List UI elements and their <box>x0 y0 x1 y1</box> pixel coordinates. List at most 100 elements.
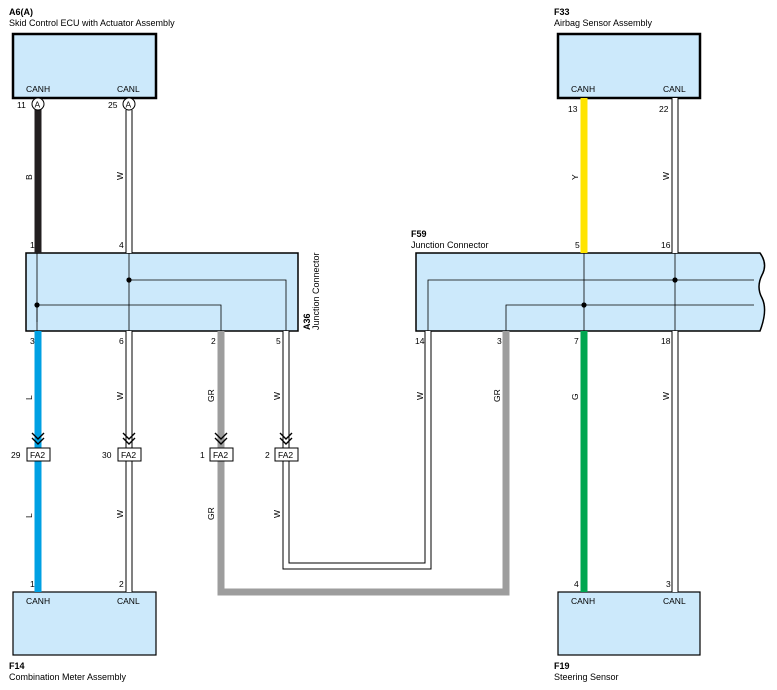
f59-box <box>415 252 766 332</box>
fa2-chevron-1 <box>214 432 228 445</box>
fa2-box-1: FA2 1 <box>200 447 234 462</box>
fa2-chevron-2 <box>279 432 293 445</box>
a6-conn-mark-h-text: A <box>35 100 41 110</box>
f33-pin-22: 22 <box>659 104 669 114</box>
a6-name: Skid Control ECU with Actuator Assembly <box>9 18 175 28</box>
a36-pin-top-1: 1 <box>30 240 35 250</box>
f59-pin-top-5: 5 <box>575 240 580 250</box>
a6-pins: A A 11 25 <box>17 97 136 111</box>
f33-code: F33 <box>554 7 570 17</box>
a6-conn-mark-h <box>31 97 45 111</box>
fa2-connector-group: FA2 29 FA2 30 FA2 1 FA2 2 <box>11 432 299 462</box>
f59-splice-l <box>672 277 678 283</box>
f33-canh-label: CANH <box>571 84 595 94</box>
wc-f59-7: G <box>570 393 580 400</box>
a36-internal-canh <box>37 304 222 331</box>
wc-fa2-1: GR <box>206 507 216 520</box>
wire-a36-5-w-outline <box>282 331 432 570</box>
component-f19[interactable]: CANH CANL F19 Steering Sensor <box>554 591 701 682</box>
wc-fa2-2: W <box>272 510 282 518</box>
a6-conn-mark-l <box>122 97 136 111</box>
fa2-pin-1: 1 <box>200 450 205 460</box>
f59-splice-h <box>581 302 587 308</box>
wc-f59-3: GR <box>492 389 502 402</box>
a36-splice-l <box>126 277 132 283</box>
a6-canh-label: CANH <box>26 84 50 94</box>
f19-pins: 4 3 <box>574 579 671 589</box>
wc-f59-14: W <box>415 392 425 400</box>
fa2-pin-2: 2 <box>265 450 270 460</box>
f19-canl-label: CANL <box>663 596 686 606</box>
f33-pins: 13 22 <box>568 104 669 114</box>
a36-pin-bot-5: 5 <box>276 336 281 346</box>
f59-pin-bot-18: 18 <box>661 336 671 346</box>
f33-canl-label: CANL <box>663 84 686 94</box>
wc-fa2-29: L <box>24 513 34 518</box>
fa2-label-29: FA2 <box>30 450 45 460</box>
f59-name: Junction Connector <box>411 240 489 250</box>
f19-box <box>557 591 701 656</box>
a36-internal-canl-branch <box>129 279 287 331</box>
junction-a36[interactable]: A36 Junction Connector 1 4 3 6 2 5 <box>25 240 321 346</box>
f59-code: F59 <box>411 229 427 239</box>
a36-splice-h <box>34 302 40 308</box>
fa2-pin-30: 30 <box>102 450 112 460</box>
wc-a36-2: GR <box>206 389 216 402</box>
f33-pin-13: 13 <box>568 104 578 114</box>
f14-code: F14 <box>9 661 25 671</box>
wc-a36-5: W <box>272 392 282 400</box>
a6-pin-25: 25 <box>108 100 118 110</box>
a6-pin-11: 11 <box>17 100 26 110</box>
f59-pin-bot-7: 7 <box>574 336 579 346</box>
junction-f59[interactable]: F59 Junction Connector 5 16 14 3 7 18 <box>411 229 766 346</box>
a36-pin-bot-6: 6 <box>119 336 124 346</box>
f59-pin-top-16: 16 <box>661 240 671 250</box>
f14-name: Combination Meter Assembly <box>9 672 127 682</box>
a6-box <box>11 32 158 100</box>
f14-box <box>12 591 157 656</box>
wc-f59-18: W <box>661 392 671 400</box>
fa2-chevron-29 <box>31 432 45 445</box>
wire-a36-5-w <box>283 331 431 569</box>
f19-name: Steering Sensor <box>554 672 619 682</box>
a6-conn-mark-l-text: A <box>126 100 132 110</box>
component-f14[interactable]: CANH CANL F14 Combination Meter Assembly <box>9 591 157 682</box>
a36-code: A36 <box>302 313 312 330</box>
a6-canl-label: CANL <box>117 84 140 94</box>
fa2-pin-29: 29 <box>11 450 21 460</box>
f33-box <box>556 32 702 100</box>
component-f33[interactable]: F33 Airbag Sensor Assembly CANH CANL <box>554 7 702 100</box>
wc-a6-canl: W <box>115 172 125 180</box>
f14-canl-label: CANL <box>117 596 140 606</box>
fa2-chevron-30 <box>122 432 136 445</box>
wc-f33-canh: Y <box>570 174 580 180</box>
a36-pin-top-4: 4 <box>119 240 124 250</box>
wire-color-labels: B W L W GR W L W GR W W GR Y W G W <box>24 172 671 520</box>
f14-canh-label: CANH <box>26 596 50 606</box>
f59-internal-canh-branch <box>505 304 754 331</box>
a36-box <box>25 252 299 332</box>
f19-code: F19 <box>554 661 570 671</box>
f33-name: Airbag Sensor Assembly <box>554 18 653 28</box>
wc-a36-3: L <box>24 395 34 400</box>
a36-pin-bot-3: 3 <box>30 336 35 346</box>
a36-name: Junction Connector <box>311 252 321 330</box>
wc-a36-6: W <box>115 392 125 400</box>
a6-code: A6(A) <box>9 7 33 17</box>
f19-pin-4: 4 <box>574 579 579 589</box>
fa2-box-29: FA2 29 <box>11 447 51 462</box>
f14-pin-2: 2 <box>119 579 124 589</box>
f19-canh-label: CANH <box>571 596 595 606</box>
f59-pin-bot-14: 14 <box>415 336 425 346</box>
component-a6[interactable]: A6(A) Skid Control ECU with Actuator Ass… <box>9 7 175 100</box>
wc-a6-canh: B <box>24 174 34 180</box>
wc-f33-canl: W <box>661 172 671 180</box>
f19-pin-3: 3 <box>666 579 671 589</box>
fa2-box-2: FA2 2 <box>265 447 299 462</box>
fa2-label-2: FA2 <box>278 450 293 460</box>
f59-pin-bot-3: 3 <box>497 336 502 346</box>
fa2-label-1: FA2 <box>213 450 228 460</box>
a36-pin-bot-2: 2 <box>211 336 216 346</box>
fa2-label-30: FA2 <box>121 450 136 460</box>
